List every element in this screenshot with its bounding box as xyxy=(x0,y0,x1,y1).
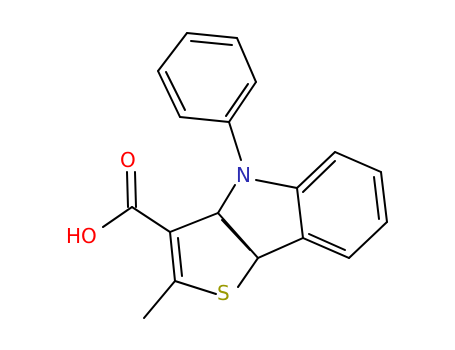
bond-ph-3 xyxy=(228,81,257,123)
bond-c8-c3a-d xyxy=(221,219,251,251)
bond-bz-1 xyxy=(296,151,336,189)
bond-ph-2 xyxy=(236,37,257,83)
bond-ph-d1 xyxy=(190,40,233,46)
bond-c7a-c3b xyxy=(296,187,304,239)
bond-c8-c3a xyxy=(217,212,259,259)
bond-c-o-2 xyxy=(134,171,137,208)
bond-bz-d3 xyxy=(308,233,346,251)
bond-c3-ccooh xyxy=(131,206,171,233)
bond-n-c7a xyxy=(255,179,298,189)
atom-nitrogen: N xyxy=(236,163,251,187)
bond-c2-s xyxy=(174,280,217,295)
bond-c3-c2 xyxy=(169,231,176,282)
bond-ph-d2 xyxy=(225,83,249,117)
bond-bz-d1 xyxy=(302,160,336,193)
bond-c-oh xyxy=(102,206,133,228)
bond-bz-d2 xyxy=(373,176,380,220)
bond-c-o-1 xyxy=(126,171,129,208)
bond-c3-c2-d xyxy=(177,237,183,277)
bond-n-c3a xyxy=(217,184,236,214)
bond-c3b-c8 xyxy=(257,237,304,259)
bond-ph-4 xyxy=(179,116,230,123)
atom-hydroxyl: HO xyxy=(66,224,97,248)
bond-bz-2 xyxy=(334,151,382,173)
atom-oxygen-carbonyl: O xyxy=(120,148,136,172)
bond-ph-1 xyxy=(186,32,238,39)
atom-sulfur: S xyxy=(217,281,230,305)
bond-s-c8 xyxy=(237,257,259,288)
bond-bz-3 xyxy=(380,171,388,223)
bonds xyxy=(102,32,388,319)
bond-bz-5 xyxy=(302,237,350,259)
bond-bz-4 xyxy=(348,221,388,259)
bond-ph-n xyxy=(228,121,242,161)
bond-methyl xyxy=(143,280,176,319)
bond-ph-6 xyxy=(157,32,188,72)
bond-ph-d3 xyxy=(165,71,186,111)
bond-ph-5 xyxy=(157,70,181,118)
bond-c3a-c3 xyxy=(169,212,219,233)
